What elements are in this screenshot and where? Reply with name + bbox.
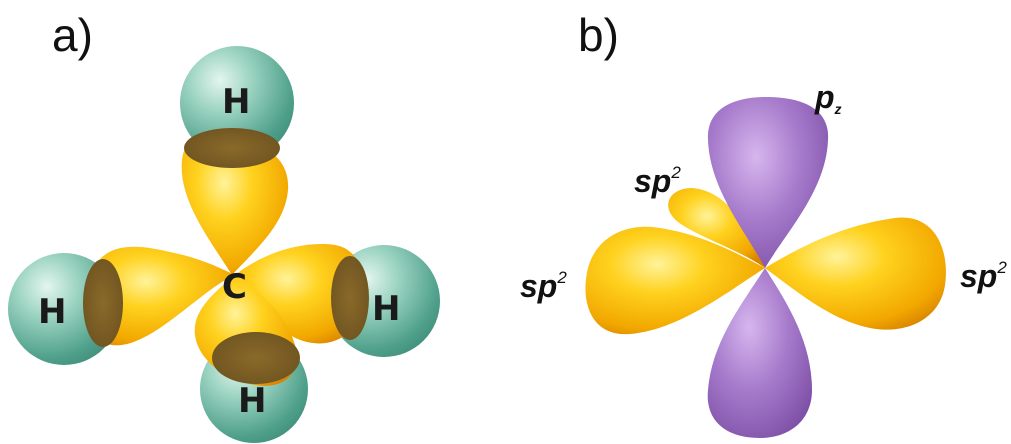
- sp2-lobe-right: [765, 217, 946, 330]
- hydrogen-left-label: H: [38, 292, 66, 332]
- sp2-lobe-left: [585, 226, 765, 335]
- sp3-lobe-left: [86, 246, 235, 346]
- hydrogen-bottom-label: H: [238, 381, 266, 421]
- panel-b-label: b): [578, 9, 619, 61]
- sp2-left-label: sp2: [520, 268, 567, 304]
- sp3-lobe-right: [235, 244, 365, 344]
- sp2-lobe-back: [668, 188, 765, 268]
- sp2-right-label: sp2: [960, 258, 1007, 294]
- overlap-right: [331, 256, 369, 340]
- carbon-label: C: [222, 267, 247, 307]
- overlap-bottom: [212, 332, 300, 384]
- hydrogen-top-label: H: [222, 82, 250, 122]
- sp2-back-label: sp2: [634, 163, 681, 199]
- pz-lobe-bottom: [707, 268, 812, 438]
- panel-b-orbitals: pz sp2 sp2 sp2: [520, 79, 1007, 438]
- overlap-left: [83, 259, 123, 347]
- pz-label: pz: [814, 79, 842, 117]
- hydrogen-right-label: H: [372, 289, 400, 329]
- pz-lobe-top: [707, 96, 829, 268]
- sp3-lobe-top: [181, 132, 289, 275]
- panel-a-molecule: H H H H C: [8, 46, 440, 443]
- panel-a-label: a): [52, 9, 93, 61]
- overlap-top: [184, 128, 280, 168]
